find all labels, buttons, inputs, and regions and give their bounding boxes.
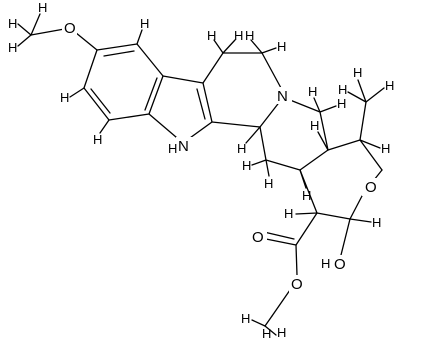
h-label: H: [93, 132, 102, 147]
bond: [340, 218, 351, 256]
bond: [83, 49, 98, 89]
bond: [99, 119, 110, 134]
bond: [295, 212, 318, 246]
bond: [69, 87, 85, 98]
bond: [108, 113, 150, 121]
bond: [245, 126, 261, 144]
bond: [250, 39, 263, 54]
bond: [265, 159, 301, 171]
h-label: H: [372, 215, 381, 230]
h-label: H: [8, 16, 17, 31]
bond: [263, 231, 295, 240]
h-label: H: [385, 78, 394, 93]
h-label: H: [264, 176, 273, 191]
h-label: H: [308, 84, 317, 99]
bond: [357, 79, 367, 103]
bond: [90, 88, 111, 114]
bond: [202, 82, 213, 123]
bond: [299, 169, 307, 189]
bond: [261, 47, 277, 54]
bond: [319, 105, 337, 113]
bond: [271, 289, 291, 317]
h-label: H: [277, 325, 286, 338]
bond: [313, 97, 321, 113]
bond: [327, 139, 361, 151]
bond: [299, 149, 329, 171]
h-label: H: [8, 40, 17, 55]
bond: [213, 39, 224, 54]
bond: [265, 159, 270, 177]
atom-label-hydroxyl-o: O: [334, 256, 346, 273]
bond: [202, 52, 224, 84]
h-label: H: [277, 39, 286, 54]
bond: [17, 23, 32, 36]
h-label: H: [337, 96, 346, 111]
atom-label-indole-h: H: [168, 141, 177, 156]
atom-layer: O N N H O O O O H: [62, 19, 379, 293]
bond: [259, 126, 267, 161]
h-label: H: [234, 28, 243, 43]
h-label: H: [353, 65, 362, 80]
bond: [96, 43, 138, 51]
bond: [136, 43, 164, 77]
bond-layer: [30, 27, 385, 327]
h-label: H: [338, 82, 347, 97]
h-label: H: [381, 141, 390, 156]
bond: [359, 101, 367, 141]
bond: [259, 99, 282, 128]
bond: [83, 87, 110, 121]
bond: [264, 315, 273, 327]
bond: [261, 52, 282, 89]
h-label: H: [60, 90, 69, 105]
h-label: H: [262, 326, 271, 338]
atom-label-ring-n: N: [277, 88, 288, 105]
bond: [211, 121, 261, 128]
bond: [317, 131, 329, 151]
atom-label-carbonyl-o: O: [252, 229, 264, 246]
h-label: H: [310, 118, 319, 133]
bond: [349, 218, 372, 223]
hydrogen-layer: [17, 13, 381, 336]
h-label: H: [242, 158, 251, 173]
bond: [349, 195, 363, 220]
atom-label-hydroxyl-h: H: [321, 256, 330, 271]
bond: [251, 319, 266, 327]
bond: [289, 99, 321, 113]
bond: [17, 34, 32, 47]
h-label: H: [38, 0, 47, 15]
bond: [162, 75, 204, 84]
h-label: H: [140, 16, 149, 31]
bond: [295, 212, 318, 215]
h-label: H: [241, 311, 250, 326]
h-label: H: [207, 28, 216, 43]
bond: [347, 91, 367, 103]
bond: [264, 325, 277, 336]
atom-label-indole-n: N: [178, 138, 189, 155]
bond: [136, 29, 143, 45]
atom-label-methoxy-o: O: [64, 20, 76, 37]
bond: [144, 77, 158, 111]
bond: [359, 139, 381, 149]
h-label: H: [284, 206, 293, 221]
h-label: H: [245, 28, 254, 43]
bond: [222, 39, 236, 54]
bond: [316, 212, 351, 220]
h-label: H: [237, 141, 246, 156]
bond: [196, 88, 206, 120]
bond: [30, 13, 41, 36]
bond: [359, 139, 383, 171]
bond: [295, 244, 298, 276]
bond: [103, 50, 135, 57]
atom-label-ester-o: O: [291, 276, 303, 293]
bond: [365, 87, 385, 103]
bond: [148, 75, 164, 115]
atom-label-ring-o: O: [365, 179, 377, 196]
bond: [251, 159, 267, 166]
h-label-layer: H H H H H H H H H H H H H H H H H H H H …: [8, 0, 394, 338]
bond: [319, 111, 329, 151]
h-label: H: [302, 188, 311, 203]
